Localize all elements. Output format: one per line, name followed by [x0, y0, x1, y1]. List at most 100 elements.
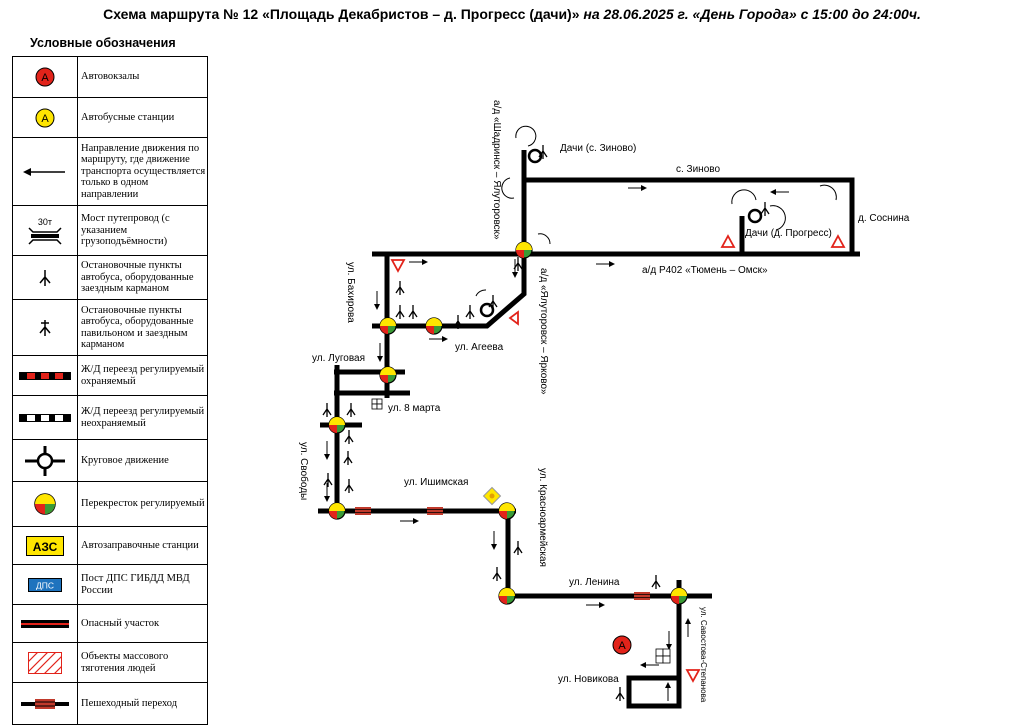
building-icon	[371, 398, 383, 410]
bus-stop-icon	[343, 450, 353, 466]
terminal-glyph: А	[618, 640, 626, 652]
bus-station-glyph: А	[41, 113, 49, 125]
direction-arrow-icon	[323, 440, 331, 461]
crosswalk-icon	[354, 506, 372, 516]
label-zinovo-dacha: Дачи (с. Зиново)	[560, 143, 636, 154]
direction-arrow-icon	[399, 517, 420, 525]
rail-guarded-icon	[19, 371, 71, 380]
legend-label: Направление движения по маршруту, где дв…	[77, 137, 208, 206]
signal-icon	[425, 317, 443, 335]
label-8-marta: ул. 8 марта	[388, 403, 441, 414]
hazard-triangle-icon	[391, 259, 405, 272]
direction-arrow-icon	[376, 342, 384, 363]
legend-row-crossing: Пешеходный переход	[12, 682, 208, 725]
signal-icon	[498, 587, 516, 605]
bus-stop-icon	[395, 280, 405, 296]
route-markers: А	[322, 125, 845, 702]
direction-arrow-icon	[684, 617, 692, 638]
label-shadrinsk-road: а/д «Шадринск – Ялуторовск»	[491, 100, 502, 240]
signal-icon	[498, 502, 516, 520]
signal-icon	[670, 587, 688, 605]
hazard-triangle-icon	[686, 669, 700, 682]
legend-label: Остановочные пункты автобуса, оборудован…	[77, 299, 208, 356]
label-zinovo: с. Зиново	[676, 164, 720, 175]
building-icon	[655, 648, 671, 664]
legend-label: Перекресток регулируемый	[77, 481, 208, 527]
label-svobody: ул. Свободы	[298, 442, 310, 500]
u-turn-arrow-icon	[475, 289, 487, 297]
bus-stop-icon	[651, 574, 661, 590]
signal-icon	[328, 416, 346, 434]
direction-arrow-icon	[665, 630, 673, 651]
legend-label: Пешеходный переход	[77, 682, 208, 725]
police-glyph: ДПС	[36, 580, 54, 590]
legend-table: А Автовокзалы А Автобусные станции Напра…	[12, 56, 208, 725]
label-lenina: ул. Ленина	[569, 577, 620, 588]
signal-icon	[379, 366, 397, 384]
legend-row-stop-pavilion: Остановочные пункты автобуса, оборудован…	[12, 299, 208, 356]
danger-zone-icon	[21, 619, 69, 628]
roundabout-icon	[25, 445, 65, 476]
signal-icon	[379, 317, 397, 335]
bus-stop-icon	[513, 540, 523, 556]
bus-stop-icon	[395, 304, 405, 320]
crosswalk-icon	[633, 591, 651, 601]
label-krasnoarmeyskaya: ул. Красноармейская	[537, 468, 548, 567]
stop-pavilion-icon	[39, 319, 51, 336]
bus-stop-icon	[760, 201, 770, 217]
title-main: Схема маршрута № 12 «Площадь Декабристов…	[103, 6, 580, 22]
legend-row-danger: Опасный участок	[12, 604, 208, 643]
title-date: на 28.06.2025 г. «День Города» с 15:00 д…	[579, 6, 921, 22]
u-turn-arrow-icon	[537, 233, 551, 245]
legend-label: Автозаправочные станции	[77, 526, 208, 565]
bridge-glyph: 30т	[38, 217, 52, 227]
legend-row-bridge: 30т Мост путепровод (с указанием грузопо…	[12, 205, 208, 256]
legend-row-roundabout: Круговое движение	[12, 439, 208, 482]
hazard-triangle-icon	[721, 235, 735, 248]
bus-stop-icon	[465, 304, 475, 320]
legend-label: Ж/Д переезд регулируемый неохраняемый	[77, 395, 208, 440]
bus-stop-icon	[344, 429, 354, 445]
direction-arrow-icon	[23, 167, 65, 176]
legend-label: Остановочные пункты автобуса, оборудован…	[77, 255, 208, 300]
rail-unguarded-icon	[19, 413, 71, 422]
hazard-triangle-icon	[831, 235, 845, 248]
hazard-triangle-icon	[508, 310, 519, 326]
u-turn-arrow-icon	[731, 189, 757, 205]
legend-label: Объекты массового тяготения людей	[77, 642, 208, 683]
legend-row-signal: Перекресток регулируемый	[12, 481, 208, 527]
legend-label: Мост путепровод (с указанием грузоподъём…	[77, 205, 208, 256]
bus-terminal-icon: А	[35, 67, 55, 87]
bus-stop-icon	[492, 566, 502, 582]
crosswalk-icon	[426, 506, 444, 516]
stop-pocket-icon	[39, 269, 51, 286]
legend-row-rail-guarded: Ж/Д переезд регулируемый охраняемый	[12, 355, 208, 396]
bus-stop-icon	[615, 686, 625, 702]
direction-arrow-icon	[585, 601, 606, 609]
legend-row-fuel: АЗС Автозаправочные станции	[12, 526, 208, 565]
direction-arrow-icon	[490, 530, 498, 551]
fuel-station-icon: АЗС	[26, 535, 64, 556]
direction-arrow-icon	[373, 290, 381, 311]
label-savostova: ул. Савостова-Степанова	[699, 607, 708, 703]
traffic-signal-icon	[34, 493, 56, 515]
roundabout-icon	[747, 208, 763, 224]
label-bakhirova: ул. Бахирова	[345, 262, 356, 323]
police-post-icon: ДПС	[28, 577, 62, 592]
u-turn-arrow-icon	[819, 184, 837, 201]
label-ishimskaya: ул. Ишимская	[404, 477, 468, 488]
legend-heading: Условные обозначения	[30, 36, 176, 50]
label-lugovaya: ул. Луговая	[312, 353, 365, 364]
legend-label: Круговое движение	[77, 439, 208, 482]
roundabout-icon	[479, 302, 495, 318]
bus-stop-icon	[408, 304, 418, 320]
map-title: Схема маршрута № 12 «Площадь Декабристов…	[0, 6, 1024, 22]
bus-stop-icon	[323, 472, 333, 488]
direction-arrow-icon	[769, 188, 790, 196]
u-turn-arrow-icon	[769, 205, 786, 231]
legend-row-crowd: Объекты массового тяготения людей	[12, 642, 208, 683]
legend-row-direction: Направление движения по маршруту, где дв…	[12, 137, 208, 206]
road-zinovo	[524, 177, 855, 255]
direction-arrow-icon	[627, 184, 648, 192]
bus-station-icon: А	[35, 108, 55, 127]
